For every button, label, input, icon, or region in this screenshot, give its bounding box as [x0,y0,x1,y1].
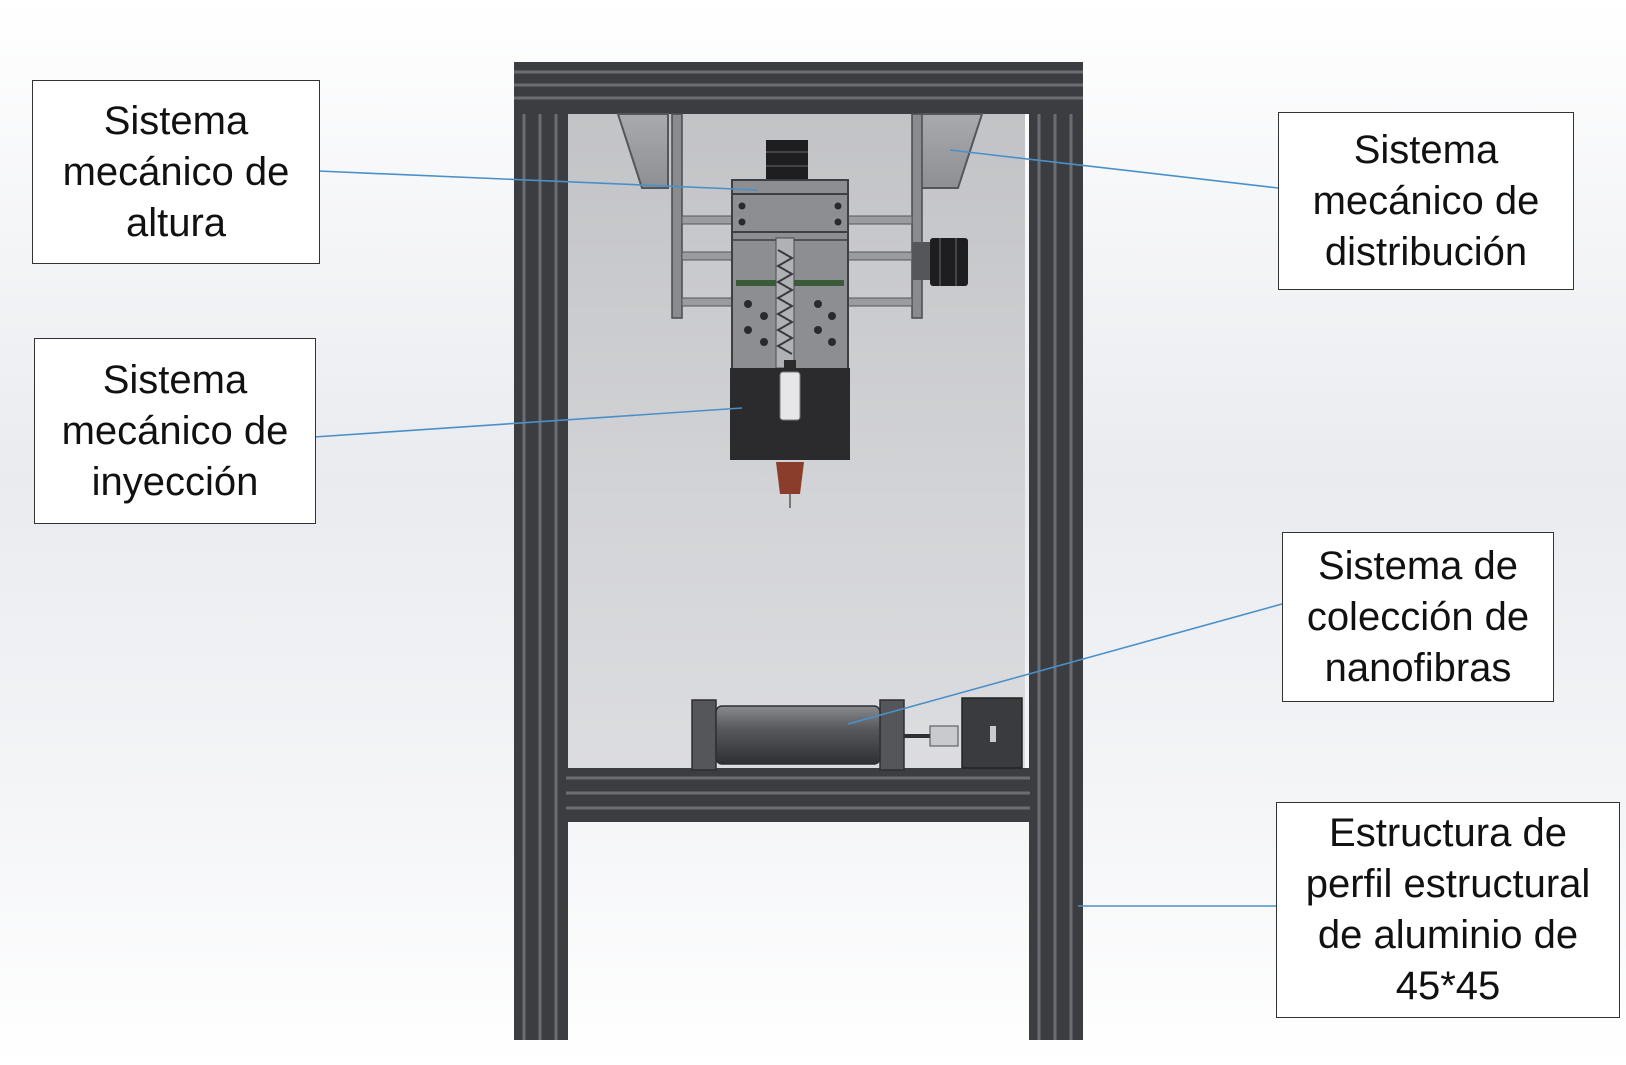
leader-line-coleccion [847,603,1283,725]
left-hopper [616,113,669,189]
label-inyeccion-line: inyección [91,459,259,504]
label-distribucion-line: mecánico de [1312,178,1540,223]
label-altura-line: mecánico de [62,149,290,194]
label-inyeccion: Sistema mecánico de inyección [34,338,316,524]
label-coleccion-line: Sistema de [1317,543,1519,588]
top-beam [514,62,1083,114]
label-estructura-line: Estructura de [1329,811,1567,855]
leader-line-inyeccion [313,407,743,438]
label-coleccion-text: Sistema de colección de nanofibras [1307,541,1529,694]
label-distribucion-text: Sistema mecánico de distribución [1313,125,1540,278]
label-distribucion-line: distribución [1324,229,1528,274]
label-altura-line: Sistema [103,98,249,143]
label-estructura-line: 45*45 [1395,964,1501,1008]
shelf-beam [566,768,1030,822]
label-distribucion: Sistema mecánico de distribución [1278,112,1574,290]
leader-line-distribucion [949,149,1279,189]
label-estructura-line: de aluminio de [1317,913,1579,957]
label-inyeccion-text: Sistema mecánico de inyección [62,355,289,508]
distribution-motor [912,238,968,286]
label-distribucion-line: Sistema [1353,127,1499,172]
label-altura-text: Sistema mecánico de altura [63,96,290,249]
label-estructura-line: perfil estructural [1305,862,1591,906]
label-altura-line: altura [125,200,227,245]
label-inyeccion-line: Sistema [102,357,248,402]
right-post [911,113,923,319]
label-estructura-text: Estructura de perfil estructural de alum… [1306,808,1591,1012]
leader-line-altura [317,170,759,191]
label-coleccion: Sistema de colección de nanofibras [1282,532,1554,702]
label-altura: Sistema mecánico de altura [32,80,320,264]
label-estructura: Estructura de perfil estructural de alum… [1276,802,1620,1018]
left-post [671,113,683,319]
right-column [1029,114,1083,1040]
injection-block [730,360,850,508]
label-coleccion-line: colección de [1306,594,1530,639]
leader-lines [313,149,1283,907]
collector-roller [691,697,1023,771]
carriage-plate [731,179,849,371]
label-inyeccion-line: mecánico de [61,408,289,453]
left-column [514,114,568,1040]
label-coleccion-line: nanofibras [1324,645,1512,690]
